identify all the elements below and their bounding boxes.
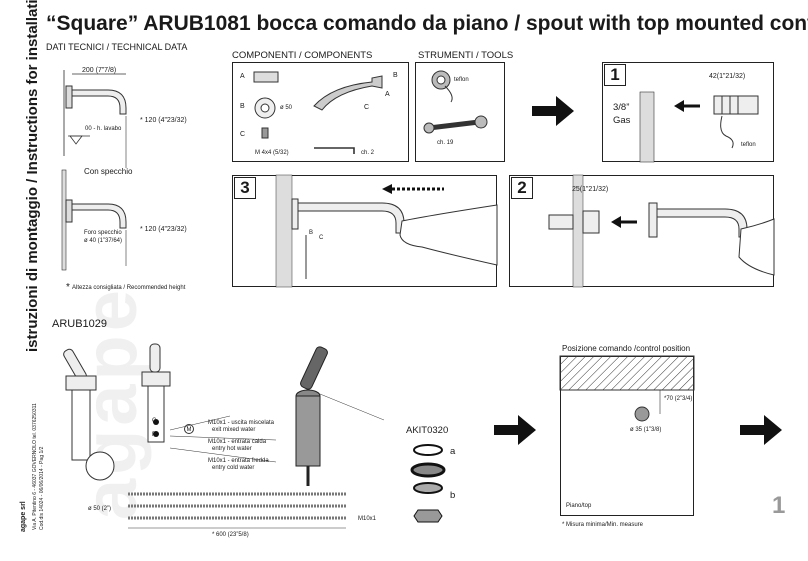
mirror-hole-dim: ø 40 (1”37/64) (84, 238, 123, 244)
tools-heading: STRUMENTI / TOOLS (418, 50, 514, 61)
step-1-thread: 3/8” (613, 102, 630, 113)
tech-drawing-mirror (61, 169, 127, 271)
mixer-drawing (63, 343, 385, 529)
outlet-label: M10x1 - uscita miscelata (208, 420, 275, 426)
position-dim-hole: ø 35 (1”3/8) (630, 427, 662, 433)
components-drawing (253, 71, 383, 154)
cold-marker: F (152, 432, 156, 438)
step-3-drawing (275, 174, 498, 288)
step-2-box (509, 175, 774, 287)
cold-label: M10x1 - entrata fredda (208, 458, 269, 464)
dim-width: 200 (7”7/8) (82, 67, 117, 74)
position-dim-depth: *70 (2”3/4) (664, 396, 693, 402)
note-star: * (66, 282, 70, 293)
component-label-b: B (240, 103, 245, 110)
hot-marker: C (152, 418, 157, 424)
hot-label-en: entry hot water (212, 446, 252, 452)
tech-drawing-basin (63, 70, 127, 168)
step-2-dim: 25(1”21/32) (572, 186, 609, 193)
position-drawing (559, 355, 695, 422)
recommended-height-note: Altezza consigliata / Recommended height (72, 285, 186, 291)
component-label-c2: C (364, 104, 370, 111)
position-heading: Posizione comando /control position (562, 344, 691, 353)
component-label-c: C (240, 131, 246, 138)
side-title: istruzioni di montaggio / Instructions f… (24, 0, 41, 352)
page-title: “Square” ARUB1081 bocca comando da piano… (46, 12, 808, 35)
kit-drawing (410, 444, 446, 523)
tool-teflon: teflon (454, 77, 469, 83)
components-heading: COMPONENTI / COMPONENTS (232, 50, 373, 61)
document-codes: Cod.dis 14024 - 06/06/2014 - Pag 1/2 (39, 446, 45, 530)
mix-marker: M (184, 424, 194, 434)
step-1-teflon: teflon (741, 142, 756, 148)
company-address: Via A. Pitentino 6 - 46037 GOVERNOLO tel… (32, 403, 38, 530)
step-1-thread-gas: Gas (613, 115, 631, 126)
kit-label: AKIT0320 (406, 425, 449, 436)
basin-label: 00 - h. lavabo (85, 126, 122, 132)
step-2-drawing (548, 174, 775, 288)
arrow-right-icon (494, 415, 536, 445)
outlet-label-en: exit mixed water (212, 427, 256, 433)
company-name: agape srl (20, 501, 27, 532)
kit-label-a: a (450, 446, 456, 457)
base-diameter: ø 50 (2”) (88, 506, 112, 512)
mirror-dim-height: * 120 (4”23/32) (140, 226, 187, 233)
page-number: 1 (772, 492, 786, 519)
hot-label: M10x1 - entrata calda (208, 439, 267, 445)
component-label-a2: A (385, 91, 390, 98)
component-hex-key: ch. 2 (361, 150, 375, 156)
hose-length: * 600 (23”5/8) (212, 532, 249, 538)
kit-label-b: b (450, 490, 456, 501)
mirror-label: Con specchio (84, 167, 133, 176)
worktop-label: Piano/top (566, 503, 592, 509)
mirror-hole-label: Foro specchio (84, 230, 122, 236)
tool-wrench: ch. 19 (437, 140, 454, 146)
component-label-b2: B (393, 72, 398, 79)
step-3-number: 3 (234, 177, 256, 199)
arrow-right-icon (740, 415, 782, 445)
cold-label-en: entry cold water (212, 465, 255, 471)
step-1-dim: 42(1”21/32) (709, 73, 746, 80)
model-label: ARUB1029 (52, 318, 108, 330)
component-screw: M 4x4 (5/32) (255, 150, 289, 156)
step-3-label-b: B (309, 230, 314, 236)
min-measure-note: * Misura minima/Min. measure (562, 522, 644, 528)
step-1-drawing (639, 91, 759, 163)
hose-thread: M10x1 (358, 516, 377, 522)
dim-height: * 120 (4”23/32) (140, 117, 187, 124)
step-3-label-c: C (319, 235, 324, 241)
component-label-a: A (240, 73, 245, 80)
tech-data-heading: DATI TECNICI / TECHNICAL DATA (46, 42, 188, 52)
component-diam-50: ø 50 (280, 105, 293, 111)
tools-box (415, 62, 505, 162)
tools-drawing (423, 70, 488, 134)
step-2-number: 2 (511, 177, 533, 199)
step-1-number: 1 (604, 64, 626, 86)
arrow-right-icon (532, 96, 574, 126)
